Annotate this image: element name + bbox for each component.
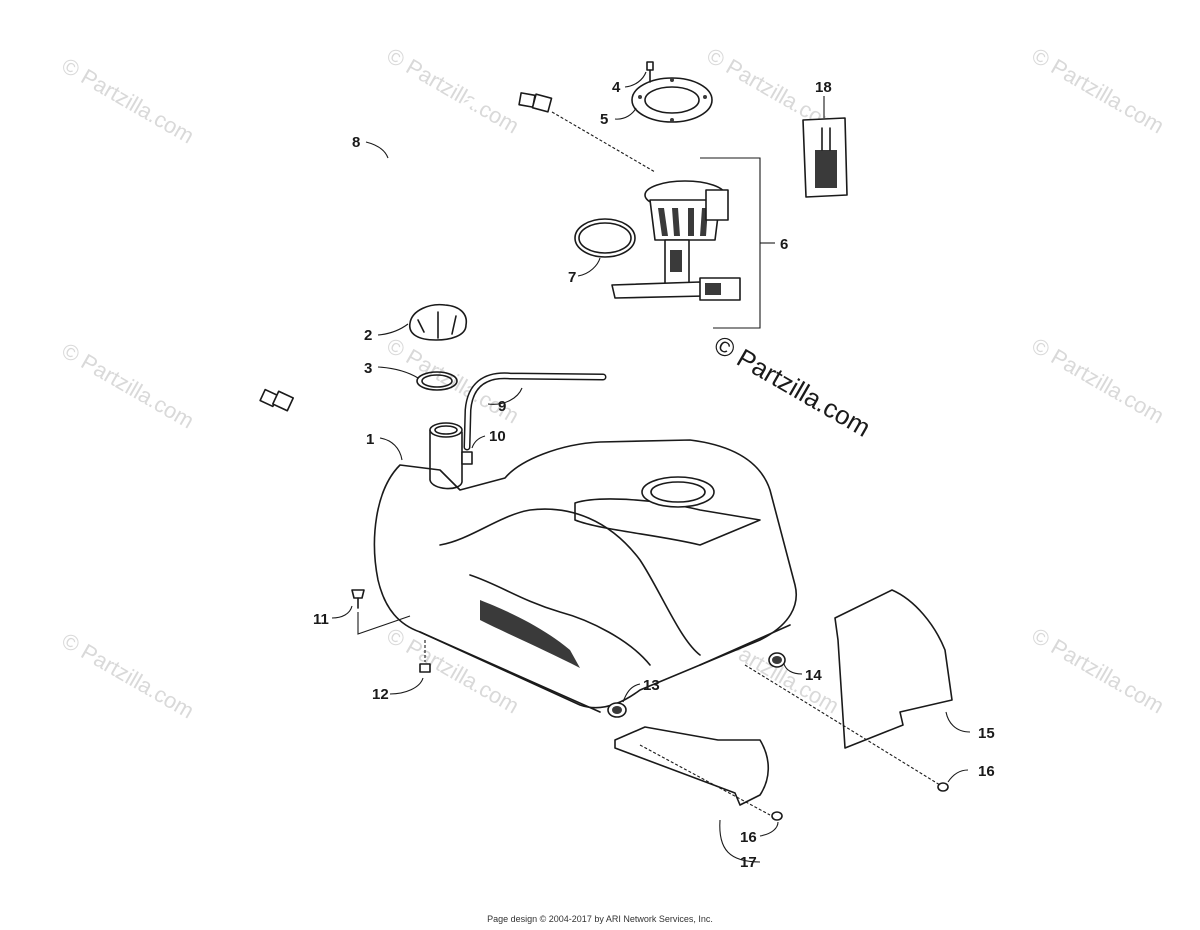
callout-16-b: 16: [740, 829, 757, 846]
callout-4: 4: [612, 79, 621, 96]
callout-16-a: 16: [978, 763, 995, 780]
callout-3: 3: [364, 360, 372, 377]
callout-11: 11: [313, 611, 329, 628]
o-ring-part-7: [574, 218, 636, 258]
push-rivet-part-11: [351, 589, 411, 635]
callout-17: 17: [740, 854, 757, 871]
watermark: © Partzilla.com: [1028, 43, 1169, 139]
sending-unit-part-18: [802, 117, 848, 198]
heat-shield-part-17: [614, 726, 771, 816]
cap-gasket-part-3: [416, 371, 458, 391]
watermark-main: © Partzilla.com: [709, 329, 876, 443]
heat-shield-part-15: [744, 589, 953, 786]
screw-part-16: [771, 782, 949, 821]
callout-2: 2: [364, 327, 372, 344]
callout-labels: 1 2 3 4 5 6 7 8 9 10 11 12 13 14 15 16 1…: [313, 79, 995, 871]
callout-1: 1: [366, 431, 374, 448]
callout-8: 8: [352, 134, 360, 151]
watermark: © Partzilla.com: [383, 43, 524, 139]
fuel-pump-assembly-part-6: [611, 157, 775, 329]
callout-12: 12: [372, 686, 389, 703]
page-footer: Page design © 2004-2017 by ARI Network S…: [487, 914, 713, 924]
watermark: © Partzilla.com: [58, 338, 199, 434]
callout-leaders: [331, 71, 971, 863]
grommet-part-14: [768, 652, 786, 668]
nut-part-12: [419, 640, 431, 673]
callout-18: 18: [815, 79, 832, 96]
watermark: © Partzilla.com: [1028, 623, 1169, 719]
callout-15: 15: [978, 725, 995, 742]
callout-7: 7: [568, 269, 576, 286]
fuel-cap-part-2: [409, 303, 468, 341]
watermark: © Partzilla.com: [1028, 333, 1169, 429]
watermark: © Partzilla.com: [58, 628, 199, 724]
callout-5: 5: [600, 111, 608, 128]
gasket-part-5: [631, 77, 713, 123]
fuel-tank-part-1: [373, 422, 797, 713]
watermark: © Partzilla.com: [58, 53, 199, 149]
callout-14: 14: [805, 667, 822, 684]
callout-6: 6: [780, 236, 788, 253]
callout-13: 13: [643, 677, 660, 694]
hose-part-9: [463, 372, 607, 451]
screw-part-4: [646, 61, 654, 83]
vent-hose-part-8: [233, 92, 656, 412]
callout-10: 10: [489, 428, 506, 445]
callout-9: 9: [498, 398, 506, 415]
grommet-part-13: [607, 702, 627, 718]
